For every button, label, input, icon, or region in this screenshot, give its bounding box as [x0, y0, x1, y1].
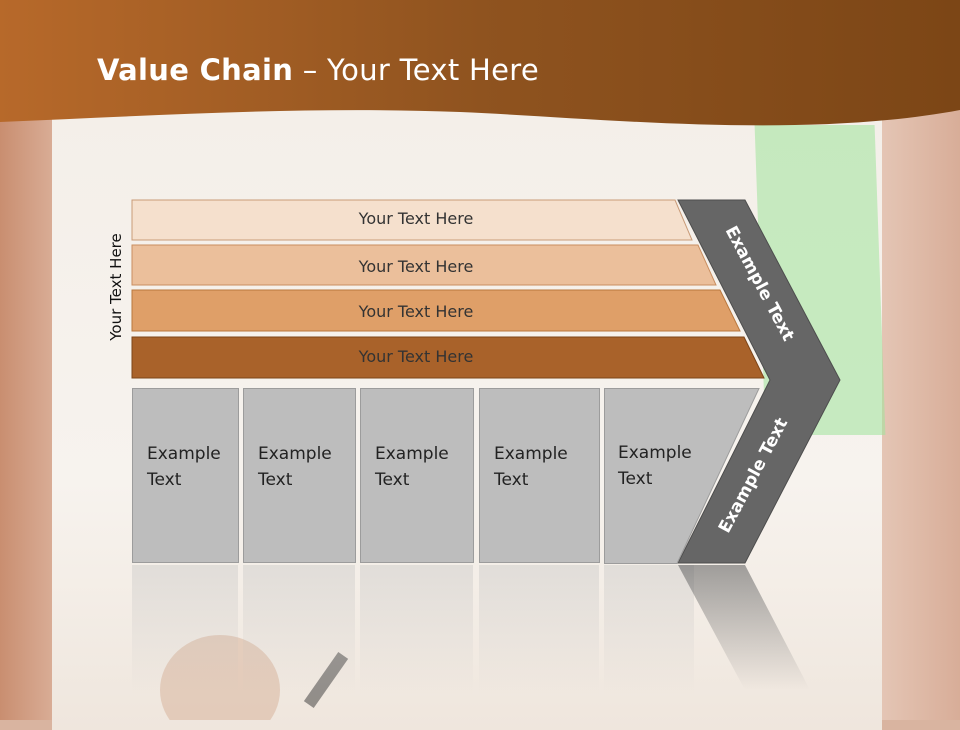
reflection-col-4: [479, 565, 599, 695]
bar-2: [131, 244, 717, 286]
bar-3-label: Your Text Here: [358, 302, 474, 321]
column-5: [604, 388, 760, 564]
header-band: [0, 0, 960, 126]
column-5-line2: Text: [618, 469, 653, 489]
reflection-col-1: [132, 565, 238, 695]
title-bold: Value Chain: [97, 53, 294, 87]
title-rest: – Your Text Here: [293, 53, 539, 87]
slide-title: Value Chain – Your Text Here: [97, 53, 539, 87]
reflection-chevron: [678, 565, 810, 690]
bar-1-label: Your Text Here: [358, 209, 474, 228]
column-4-line2: Text: [494, 470, 529, 490]
reflection-col-5: [604, 565, 694, 695]
column-3-line1: Example: [375, 444, 449, 464]
column-2-line1: Example: [258, 444, 332, 464]
bar-2-label: Your Text Here: [358, 257, 474, 276]
column-1-line2: Text: [147, 470, 182, 490]
chevron-shape: [677, 199, 841, 564]
bar-1: [131, 199, 693, 241]
column-3-line2: Text: [375, 470, 410, 490]
reflection-col-3: [360, 565, 473, 695]
column-4-line1: Example: [494, 444, 568, 464]
column-1-line1: Example: [147, 444, 221, 464]
column-2-line2: Text: [258, 470, 293, 490]
reflection-col-2: [243, 565, 355, 695]
bar-4-label: Your Text Here: [358, 347, 474, 366]
bar-3: [131, 289, 741, 332]
column-5-line1: Example: [618, 443, 692, 463]
bar-4: [131, 336, 765, 379]
